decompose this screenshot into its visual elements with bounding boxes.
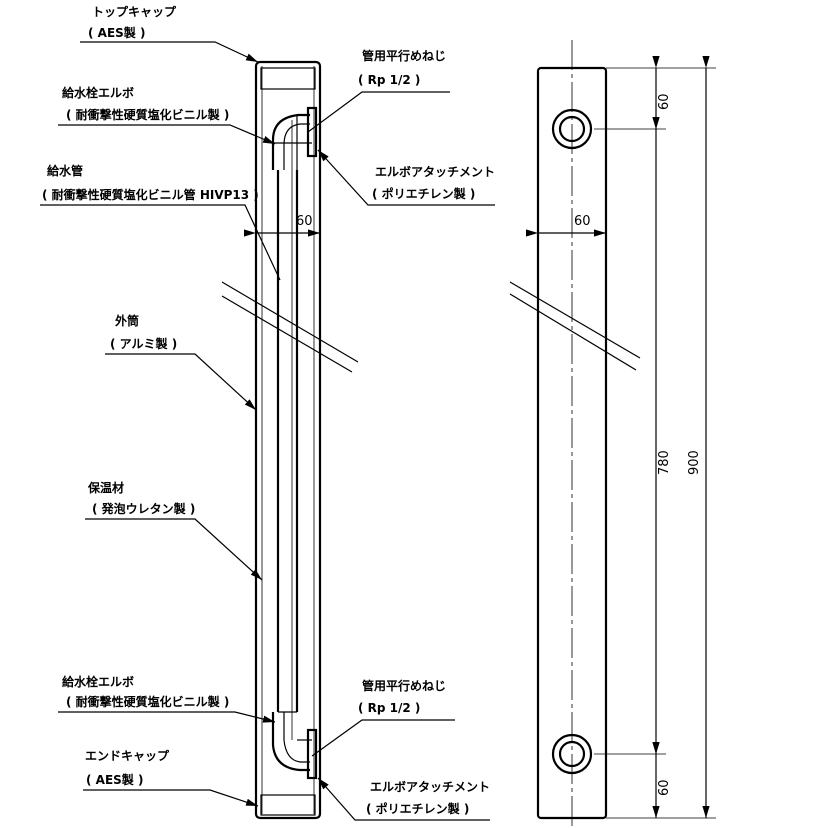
callout-elbow-bottom: 給水栓エルボ ( 耐衝撃性硬質塩化ビニル製 ) — [58, 674, 276, 723]
callout-label: トップキャップ — [92, 4, 177, 19]
callout-top-cap: トップキャップ ( AES製 ) — [80, 4, 259, 63]
callout-label: ( ポリエチレン製 ) — [366, 801, 469, 816]
callout-label: 給水管 — [47, 163, 83, 178]
dim-total-height: 900 — [687, 450, 702, 475]
section-view: 60 — [221, 60, 359, 820]
elbow-top — [271, 106, 318, 170]
dim-hole-spacing: 780 — [657, 450, 672, 475]
callout-label: ( ポリエチレン製 ) — [372, 186, 475, 201]
callout-end-cap: エンドキャップ ( AES製 ) — [83, 748, 259, 807]
supply-pipe — [276, 120, 299, 740]
callout-thread-top: 管用平行めねじ ( Rp 1/2 ) — [307, 48, 450, 133]
callout-label: ( 発泡ウレタン製 ) — [92, 501, 195, 516]
callout-label: 保温材 — [87, 480, 124, 495]
callout-label: エルボアタッチメント — [375, 164, 495, 179]
elbow-attachment-bottom — [306, 728, 318, 780]
dim-width-section: 60 — [296, 214, 313, 229]
callout-elbow-top: 給水栓エルボ ( 耐衝撃性硬質塩化ビニル製 ) — [58, 85, 276, 145]
callout-label: エンドキャップ — [85, 748, 170, 763]
elbow-bottom — [271, 711, 318, 780]
dim-width-front: 60 — [574, 214, 591, 229]
callout-label: エルボアタッチメント — [370, 779, 490, 794]
callout-label: ( AES製 ) — [88, 25, 145, 40]
callout-label: ( Rp 1/2 ) — [358, 73, 420, 87]
callout-label: ( Rp 1/2 ) — [358, 701, 420, 715]
callout-attachment-bottom: エルボアタッチメント ( ポリエチレン製 ) — [317, 777, 490, 821]
front-outer-tube — [536, 66, 608, 820]
faucet-hole-top — [551, 108, 593, 150]
callout-label: ( アルミ製 ) — [110, 336, 177, 351]
callout-label: ( AES製 ) — [86, 772, 143, 787]
outer-tube — [254, 60, 322, 820]
top-cap — [260, 67, 316, 90]
callout-label: ( 耐衝撃性硬質塩化ビニル製 ) — [66, 694, 229, 709]
callout-thread-bottom: 管用平行めねじ ( Rp 1/2 ) — [311, 678, 455, 757]
callout-label: 給水栓エルボ — [62, 674, 134, 689]
callout-label: ( 耐衝撃性硬質塩化ビニル製 ) — [66, 107, 229, 122]
callout-label: ( 耐衝撃性硬質塩化ビニル管 HIVP13 ) — [42, 187, 259, 202]
end-cap — [260, 794, 316, 816]
callout-label: 管用平行めねじ — [362, 678, 446, 693]
callout-supply-pipe: 給水管 ( 耐衝撃性硬質塩化ビニル管 HIVP13 ) — [40, 163, 281, 281]
dim-top-offset: 60 — [657, 93, 672, 110]
faucet-hole-bottom — [551, 733, 593, 775]
callout-insulation: 保温材 ( 発泡ウレタン製 ) — [85, 480, 263, 581]
dim-bottom-offset: 60 — [657, 779, 672, 796]
callout-label: 外筒 — [115, 313, 139, 328]
callout-label: 給水栓エルボ — [62, 85, 134, 100]
front-view: 60 60 780 900 60 — [509, 40, 716, 828]
callout-label: 管用平行めねじ — [362, 48, 446, 63]
callout-outer-tube: 外筒 ( アルミ製 ) — [105, 313, 257, 411]
callout-attachment-top: エルボアタッチメント ( ポリエチレン製 ) — [317, 149, 495, 206]
